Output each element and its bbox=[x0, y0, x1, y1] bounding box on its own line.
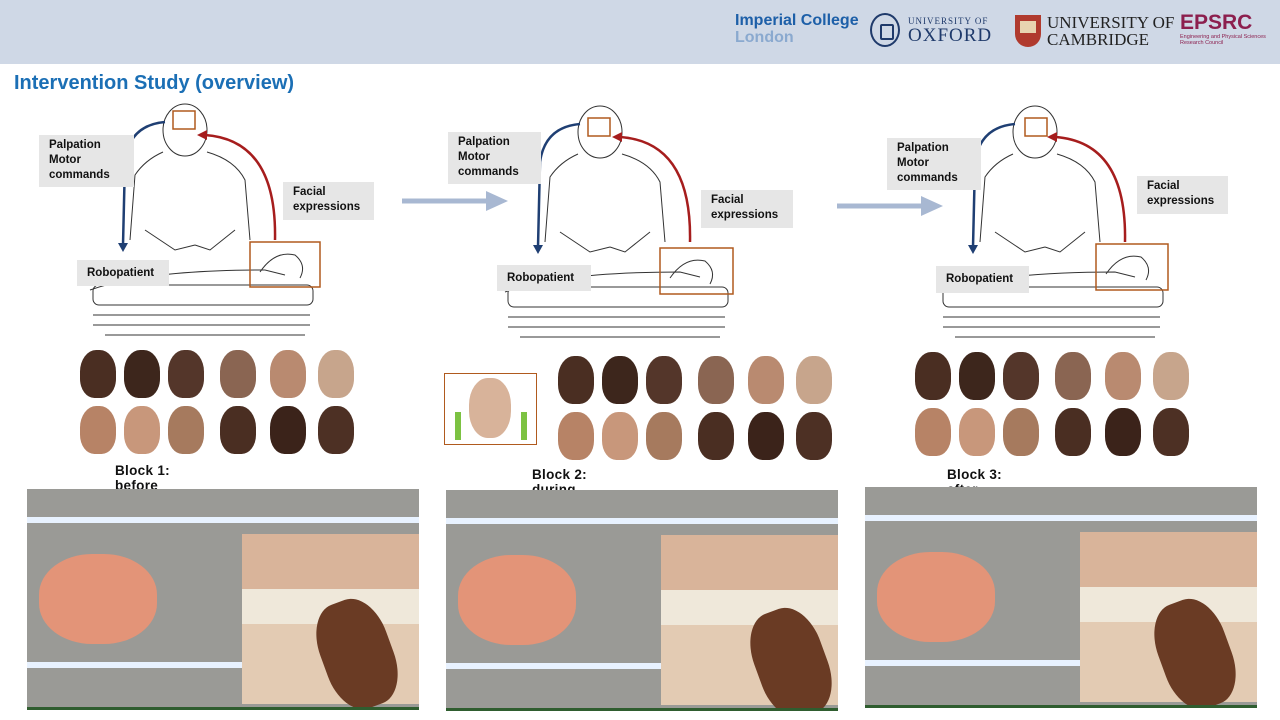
flow-arrow-2-to-3 bbox=[837, 196, 943, 216]
header-bar: Imperial College London UNIVERSITY OF OX… bbox=[0, 0, 1280, 64]
face-avatar bbox=[1055, 408, 1091, 456]
face-avatar bbox=[748, 412, 784, 460]
cambridge-crest-icon bbox=[1015, 15, 1041, 47]
face-avatar bbox=[1105, 352, 1141, 400]
face-avatar bbox=[1003, 352, 1039, 400]
face-avatar bbox=[959, 352, 995, 400]
palpation-label: Palpation Motor commands bbox=[39, 135, 134, 187]
face-avatar bbox=[602, 412, 638, 460]
face-avatar bbox=[558, 412, 594, 460]
feedback-bar-right bbox=[521, 412, 527, 440]
block-3-photo bbox=[865, 487, 1257, 708]
face-avatar bbox=[915, 352, 951, 400]
flow-arrow-1-to-2 bbox=[402, 191, 508, 211]
face-avatar bbox=[124, 350, 160, 398]
face-avatar bbox=[1055, 352, 1091, 400]
robopatient-label: Robopatient bbox=[936, 266, 1029, 293]
face-avatar bbox=[959, 408, 995, 456]
feedback-bar-left bbox=[455, 412, 461, 440]
face-avatar bbox=[698, 412, 734, 460]
facial-expressions-label: Facial expressions bbox=[283, 182, 374, 220]
face-avatar bbox=[748, 356, 784, 404]
robopatient-label: Robopatient bbox=[77, 260, 169, 286]
imperial-college-logo: Imperial College London bbox=[735, 12, 859, 46]
face-avatar bbox=[124, 406, 160, 454]
cambridge-logo: UNIVERSITY OF CAMBRIDGE bbox=[1015, 14, 1174, 48]
feedback-face-frame bbox=[444, 373, 537, 445]
face-avatar bbox=[1003, 408, 1039, 456]
face-avatar bbox=[168, 406, 204, 454]
face-avatar bbox=[796, 356, 832, 404]
block-1-photo bbox=[27, 489, 419, 710]
face-avatar bbox=[558, 356, 594, 404]
face-avatar bbox=[796, 412, 832, 460]
face-avatar bbox=[80, 350, 116, 398]
face-avatar bbox=[602, 356, 638, 404]
palpation-label: Palpation Motor commands bbox=[448, 132, 541, 184]
face-avatar bbox=[646, 356, 682, 404]
facial-expressions-label: Facial expressions bbox=[1137, 176, 1228, 214]
face-avatar bbox=[1153, 408, 1189, 456]
epsrc-logo: EPSRC Engineering and Physical Sciences … bbox=[1180, 11, 1266, 47]
face-avatar bbox=[1105, 408, 1141, 456]
face-avatar bbox=[80, 406, 116, 454]
face-avatar bbox=[1153, 352, 1189, 400]
face-avatar bbox=[220, 350, 256, 398]
palpation-label: Palpation Motor commands bbox=[887, 138, 981, 190]
face-avatar bbox=[270, 350, 306, 398]
face-avatar bbox=[318, 350, 354, 398]
face-avatar bbox=[646, 412, 682, 460]
face-avatar bbox=[270, 406, 306, 454]
slide-title: Intervention Study (overview) bbox=[14, 72, 295, 94]
face-avatar bbox=[220, 406, 256, 454]
facial-expressions-label: Facial expressions bbox=[701, 190, 793, 228]
robot-face-photo bbox=[877, 552, 995, 642]
oxford-logo: UNIVERSITY OF OXFORD bbox=[870, 13, 992, 47]
robot-face-photo bbox=[39, 554, 157, 644]
face-avatar bbox=[168, 350, 204, 398]
oxford-crest-icon bbox=[870, 13, 900, 47]
robot-face-photo bbox=[458, 555, 576, 645]
face-avatar bbox=[698, 356, 734, 404]
face-avatar bbox=[915, 408, 951, 456]
face-avatar bbox=[318, 406, 354, 454]
block-2-photo bbox=[446, 490, 838, 711]
robopatient-label: Robopatient bbox=[497, 265, 591, 291]
